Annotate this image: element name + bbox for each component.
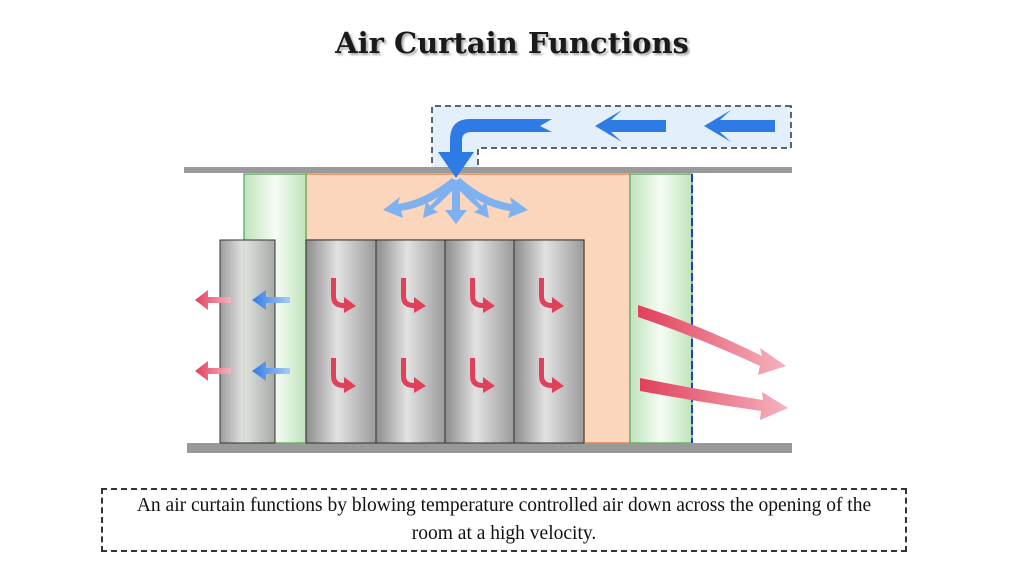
curl-arrow — [539, 358, 564, 393]
floor-line — [187, 443, 792, 453]
curl-arrow — [331, 358, 356, 393]
duct-elbow-arrow — [438, 119, 552, 178]
warm-air-arrow-left-top — [195, 290, 231, 310]
curl-arrow — [401, 278, 426, 313]
rack-3 — [444, 239, 515, 444]
spread-arrow-downright — [454, 180, 489, 218]
rack-2 — [375, 239, 446, 444]
curl-arrow — [539, 278, 564, 313]
duct-airflow-arrows — [438, 110, 775, 178]
door-panel — [219, 239, 276, 444]
warm-air-arrow-left-bottom — [195, 361, 231, 381]
spread-arrow-down — [445, 180, 467, 224]
spread-arrow-downleft — [423, 180, 458, 218]
curl-arrow — [470, 278, 495, 313]
exhaust-arrows-right — [638, 305, 788, 420]
curl-arrow — [470, 358, 495, 393]
curl-arrow — [331, 278, 356, 313]
cool-air-arrow-left-top — [252, 290, 290, 310]
rack-1 — [305, 239, 377, 444]
infiltration-arrows-left — [195, 290, 290, 381]
supply-duct — [431, 105, 792, 169]
warm-air-arrow-right-bottom — [640, 378, 788, 420]
warm-air-arrow-right-top — [638, 305, 786, 375]
recirculation-curl-arrows — [331, 278, 564, 393]
spread-arrow-right — [454, 178, 528, 218]
diagram-title: Air Curtain Functions — [335, 26, 689, 60]
rack-4 — [513, 239, 585, 444]
diffuser-arrows — [383, 178, 528, 224]
spread-arrow-left — [383, 178, 458, 218]
duct-arrow-1 — [704, 110, 775, 142]
description-caption: An air curtain functions by blowing temp… — [101, 488, 907, 552]
cool-air-arrow-left-bottom — [252, 361, 290, 381]
curl-arrow — [401, 358, 426, 393]
storage-racks — [305, 239, 585, 444]
duct-arrow-2 — [595, 110, 666, 142]
ceiling-line — [184, 167, 792, 173]
